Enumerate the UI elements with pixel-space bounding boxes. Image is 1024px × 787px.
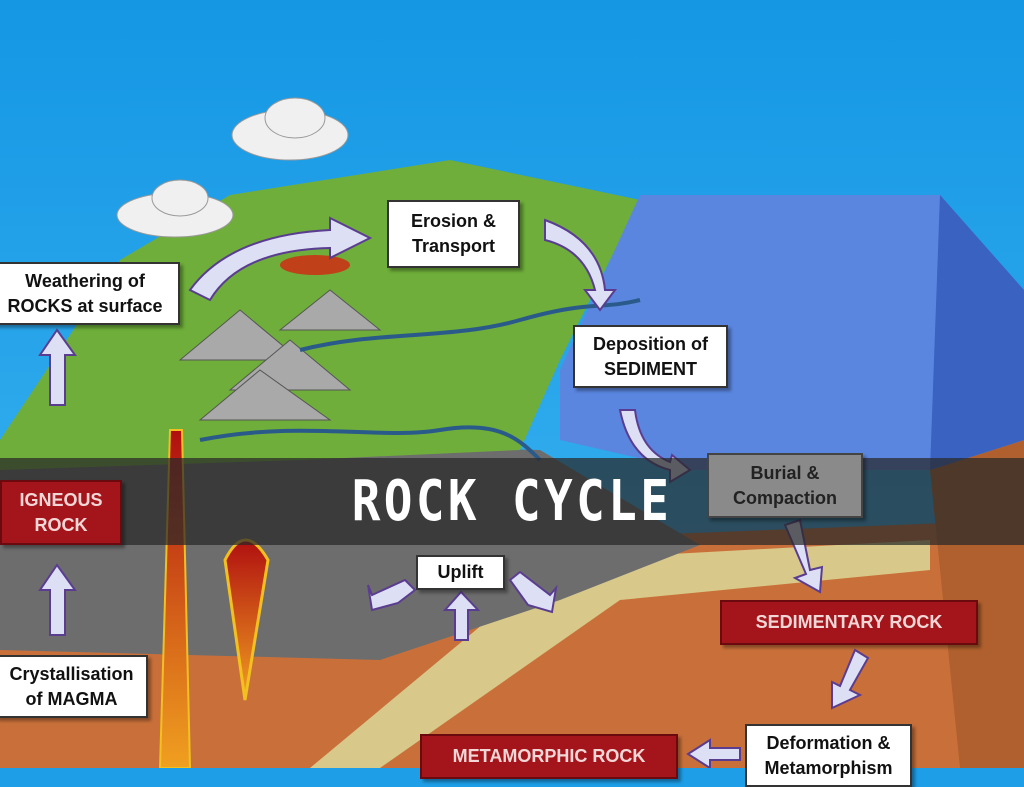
label-deformation-line1: Deformation & bbox=[766, 733, 891, 753]
label-weathering-line1: Weathering of bbox=[25, 270, 145, 291]
label-uplift: Uplift bbox=[416, 555, 505, 590]
label-crystallisation-line2: of MAGMA bbox=[25, 688, 118, 709]
label-erosion: Erosion & Transport bbox=[387, 200, 520, 268]
label-deposition-line1: Deposition of bbox=[593, 333, 708, 354]
label-deformation: Deformation & Metamorphism bbox=[745, 724, 912, 787]
label-sedimentary: SEDIMENTARY ROCK bbox=[720, 600, 978, 645]
label-weathering-line2: ROCKS at surface bbox=[7, 295, 163, 316]
ocean-side bbox=[930, 195, 1024, 470]
label-igneous: IGNEOUS ROCK bbox=[0, 480, 122, 545]
label-burial: Burial & Compaction bbox=[707, 453, 863, 518]
label-crystallisation: Crystallisation of MAGMA bbox=[0, 655, 148, 718]
label-erosion-line1: Erosion & bbox=[410, 211, 496, 231]
sediment-band bbox=[310, 540, 930, 768]
slide-title: ROCK CYCLE bbox=[351, 469, 673, 534]
label-crystallisation-line1: Crystallisation bbox=[9, 663, 134, 684]
label-burial-line2: Compaction bbox=[732, 487, 837, 508]
label-deposition: Deposition of SEDIMENT bbox=[573, 325, 728, 388]
ocean bbox=[560, 195, 1024, 470]
label-erosion-line2: Transport bbox=[411, 236, 495, 256]
label-metamorphic: METAMORPHIC ROCK bbox=[420, 734, 678, 779]
label-deformation-line2: Metamorphism bbox=[764, 758, 893, 778]
label-deposition-line2: SEDIMENT bbox=[603, 358, 697, 379]
rock-cycle-illustration bbox=[0, 0, 1024, 768]
label-igneous-line2: ROCK bbox=[34, 514, 88, 535]
label-metamorphic-text: METAMORPHIC ROCK bbox=[452, 746, 646, 766]
label-weathering: Weathering of ROCKS at surface bbox=[0, 262, 180, 325]
mountains bbox=[178, 289, 382, 421]
label-sedimentary-text: SEDIMENTARY ROCK bbox=[755, 612, 943, 632]
clouds bbox=[116, 97, 349, 238]
label-uplift-text: Uplift bbox=[437, 562, 484, 582]
river bbox=[199, 425, 542, 462]
label-igneous-line1: IGNEOUS bbox=[19, 489, 103, 510]
label-burial-line1: Burial & bbox=[750, 462, 820, 483]
lava-flow bbox=[280, 255, 350, 275]
